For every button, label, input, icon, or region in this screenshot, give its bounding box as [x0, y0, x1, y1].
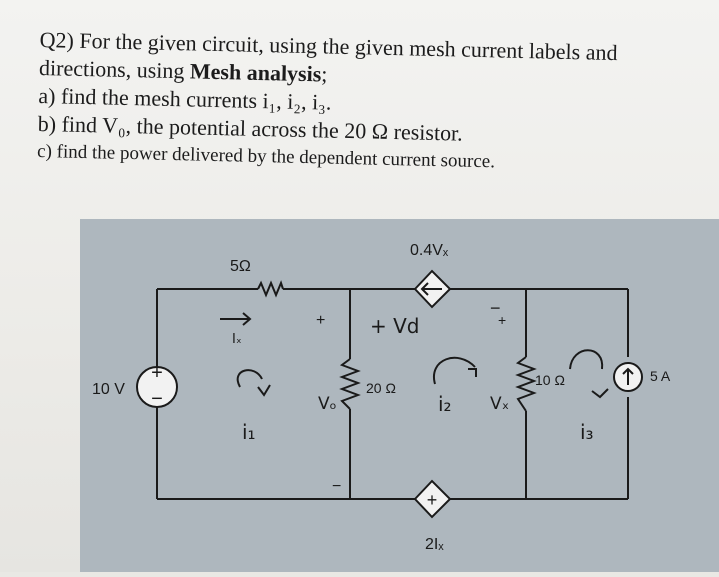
resistor-10-ohm	[515, 356, 537, 412]
resistor-20-ohm	[339, 358, 361, 410]
source-voltage-label: 10 V	[92, 381, 125, 398]
mesh2-curve-arrow-icon	[432, 357, 476, 385]
dependent-current-source-bottom	[413, 479, 452, 519]
mesh2-arrow-head	[468, 368, 477, 377]
resistor-20-label: 20 Ω	[366, 380, 396, 396]
arrow-up-head	[622, 367, 634, 375]
arrow-left-head	[420, 282, 429, 296]
mesh1-label: i₁	[242, 420, 256, 444]
ix-label: Iₓ	[232, 332, 242, 347]
current-source-label: 5 A	[650, 368, 671, 384]
question-line-2-end: ;	[321, 61, 328, 87]
voltage-source-10v	[136, 366, 178, 408]
vd-label: + Vd	[370, 314, 420, 338]
mesh-analysis-bold: Mesh analysis	[189, 58, 322, 87]
dep-bottom-label: 2Iₓ	[425, 536, 444, 553]
circuit-diagram: + − 10 V 0.4Vₓ + 2Iₓ 5 A 5Ω 20 Ω 10 Ω Iₓ…	[92, 242, 671, 553]
mesh1-arrow-head	[257, 384, 271, 397]
circuit-figure: + − 10 V 0.4Vₓ + 2Iₓ 5 A 5Ω 20 Ω 10 Ω Iₓ…	[80, 219, 719, 572]
question-line-2-start: directions, using	[38, 54, 191, 84]
resistor-10-label: 10 Ω	[535, 372, 565, 388]
ix-arrow-head	[242, 312, 252, 326]
vx-plus-mark: +	[498, 312, 506, 328]
resistor-5-ohm	[257, 280, 284, 298]
mesh1-curve-arrow-icon	[236, 369, 263, 388]
dep-top-label: 0.4Vₓ	[410, 242, 449, 259]
resistor-5-label: 5Ω	[230, 258, 251, 275]
mesh3-arrow-head	[591, 388, 609, 399]
source-minus-sign: −	[151, 388, 163, 410]
mesh3-label: i₃	[580, 420, 594, 444]
vx-label: Vₓ	[490, 394, 509, 414]
vo-minus-mark: −	[332, 478, 341, 495]
mesh2-label: i₂	[438, 392, 452, 416]
vo-plus-mark: +	[316, 312, 325, 329]
wires	[156, 288, 629, 500]
mesh3-curve-arrow-icon	[569, 349, 604, 370]
source-plus-sign: +	[151, 362, 163, 384]
dep-bottom-plus-sign: +	[427, 490, 438, 510]
vx-minus-mark: −	[490, 298, 501, 318]
vo-label: Vₒ	[318, 394, 337, 414]
question-text: Q2) For the given circuit, using the giv…	[37, 26, 680, 180]
